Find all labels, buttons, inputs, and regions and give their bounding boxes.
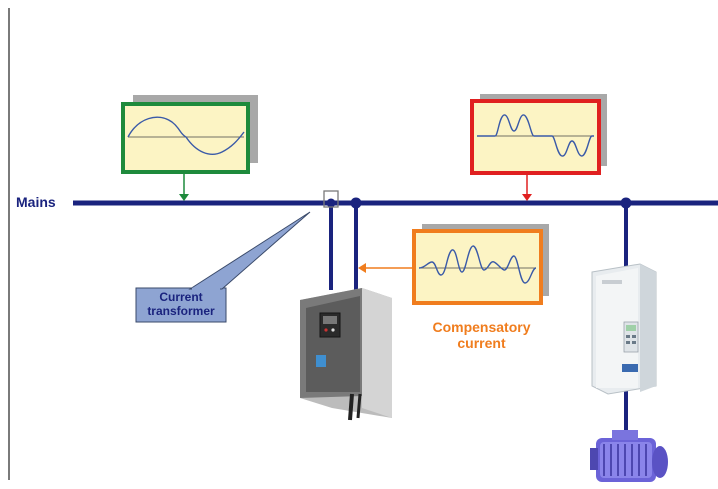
orange-arrowhead [358, 263, 366, 273]
variable-speed-drive-icon [591, 263, 657, 395]
green-arrowhead [179, 194, 189, 201]
mains-current-scope [121, 95, 258, 174]
comp-label-line-1: Compensatory [432, 319, 531, 335]
junction-dot [350, 197, 362, 209]
ct-label-line-1: Current [159, 290, 203, 304]
electric-motor-icon [590, 430, 668, 482]
compensatory-waveform [418, 245, 537, 284]
comp-label-line-2: current [457, 335, 506, 352]
current-transformer-callout [135, 211, 311, 323]
pulsed-waveform [477, 114, 594, 157]
compensatory-current-scope [412, 224, 549, 305]
sine-waveform [127, 116, 245, 155]
load-current-scope [470, 94, 607, 175]
current-transformer-icon [323, 190, 339, 208]
active-filter-cabinet-icon [300, 288, 392, 421]
junction-dot [326, 198, 336, 208]
ct-label-line-2: transformer [147, 303, 215, 318]
mains-label: Mains [16, 194, 56, 210]
red-arrowhead [522, 194, 532, 201]
current-transformer-label: Current transformer [136, 290, 226, 319]
junction-dot [620, 197, 632, 209]
compensatory-current-label: Compensatory current [414, 319, 549, 351]
